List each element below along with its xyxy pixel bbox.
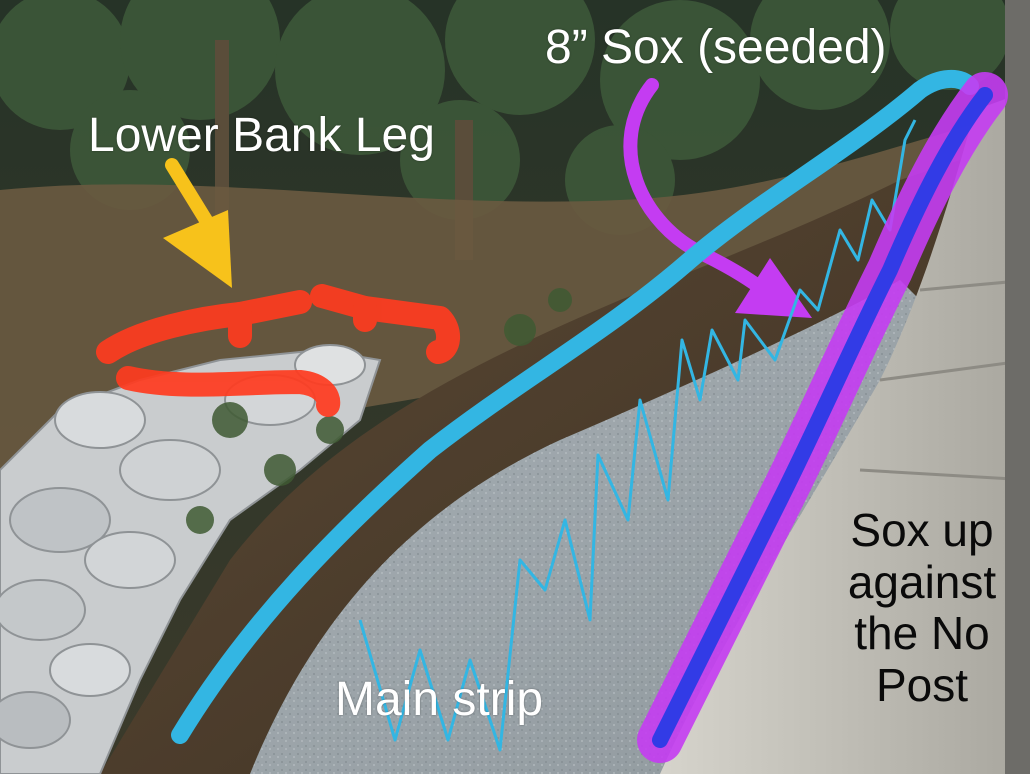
green-shrubs [186,288,572,534]
main-strip-label: Main strip [335,673,544,726]
sox-note-line: Post [875,658,969,711]
sox-note-label: Sox up against the No Post [822,504,1022,711]
tree-foliage [0,0,1010,235]
yellow-arrow-icon [163,158,232,288]
sox-seeded-label: 8” Sox (seeded) [545,21,887,74]
road-edge [1005,0,1030,774]
dark-blue-sox-core [652,87,993,748]
blue-zigzag [358,119,917,752]
sox-note-line: the No [854,607,990,660]
sox-note-line: Sox up [850,504,994,556]
purple-curved-arrow-icon [623,78,812,318]
blue-sox-line [171,70,979,744]
lower-bank-leg-label: Lower Bank Leg [88,109,435,162]
sox-note-line: against [847,555,997,608]
red-bracket-markup [96,284,460,417]
